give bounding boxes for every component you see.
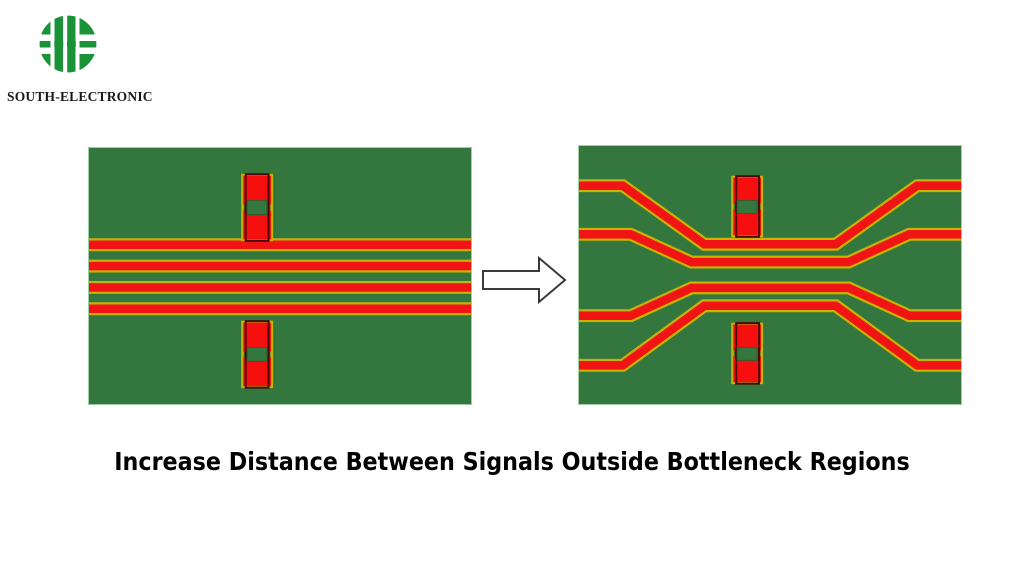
trace-group-fanout bbox=[579, 179, 961, 372]
component-footprint-bottom bbox=[241, 320, 274, 389]
brand-wordmark: SOUTH-ELECTRONIC bbox=[7, 89, 153, 104]
south-electronic-circle-logo-icon bbox=[38, 14, 98, 74]
board-substrate bbox=[89, 148, 471, 404]
right-arrow-icon bbox=[481, 255, 567, 305]
component-footprint-top bbox=[241, 173, 274, 242]
board-substrate bbox=[579, 146, 961, 404]
pcb-board-before bbox=[88, 147, 472, 405]
pcb-board-after bbox=[578, 145, 962, 405]
page-caption: Increase Distance Between Signals Outsid… bbox=[114, 447, 910, 476]
trace-group-parallel bbox=[89, 238, 471, 316]
component-footprint-top bbox=[731, 175, 764, 238]
component-footprint-bottom bbox=[731, 322, 764, 385]
brand-logo-block: SOUTH-ELECTRONIC bbox=[0, 14, 153, 104]
